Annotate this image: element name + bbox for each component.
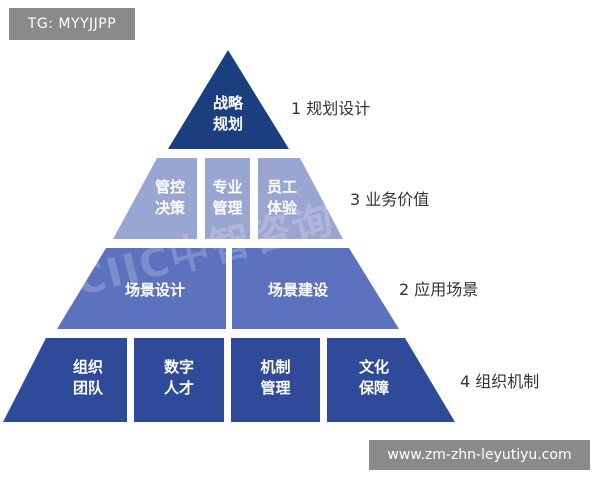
- url-badge: www.zm-zhn-leyutiyu.com: [369, 440, 590, 470]
- cell-control-decision: 管控 决策: [154, 178, 185, 217]
- tier-4-segment-1: [3, 338, 127, 422]
- tier-2-segment-3: [258, 158, 343, 239]
- cell-professional-management: 专业 管理: [212, 178, 243, 217]
- tier-3-segment-2: [232, 248, 399, 329]
- cell-scenario-design: 场景设计: [124, 280, 185, 299]
- tier-2-segment-2: [205, 158, 250, 239]
- cell-organization-team: 组织 团队: [72, 358, 103, 397]
- tag-badge: TG: MYYJJPP: [9, 8, 135, 40]
- cell-strategy-planning: 战略 规划: [212, 94, 243, 133]
- tier-4-segment-3: [231, 338, 320, 422]
- tier-2-segment-1: [113, 158, 197, 239]
- level-label-application-scenario: 2 应用场景: [399, 280, 479, 299]
- cell-employee-experience: 员工 体验: [266, 178, 297, 217]
- level-label-organization-mechanism: 4 组织机制: [460, 372, 540, 391]
- cell-digital-talent: 数字 人才: [163, 358, 194, 397]
- tier-1-shape: [168, 50, 289, 149]
- cell-mechanism-management: 机制 管理: [260, 358, 291, 397]
- level-label-business-value: 3 业务价值: [350, 190, 430, 209]
- cell-culture-guarantee: 文化 保障: [358, 358, 389, 397]
- cell-scenario-construction: 场景建设: [267, 280, 328, 299]
- tier-4-segment-2: [134, 338, 224, 422]
- tier-3-segment-1: [57, 248, 226, 329]
- tier-4-segment-4: [327, 338, 455, 422]
- level-label-planning: 1 规划设计: [291, 99, 371, 118]
